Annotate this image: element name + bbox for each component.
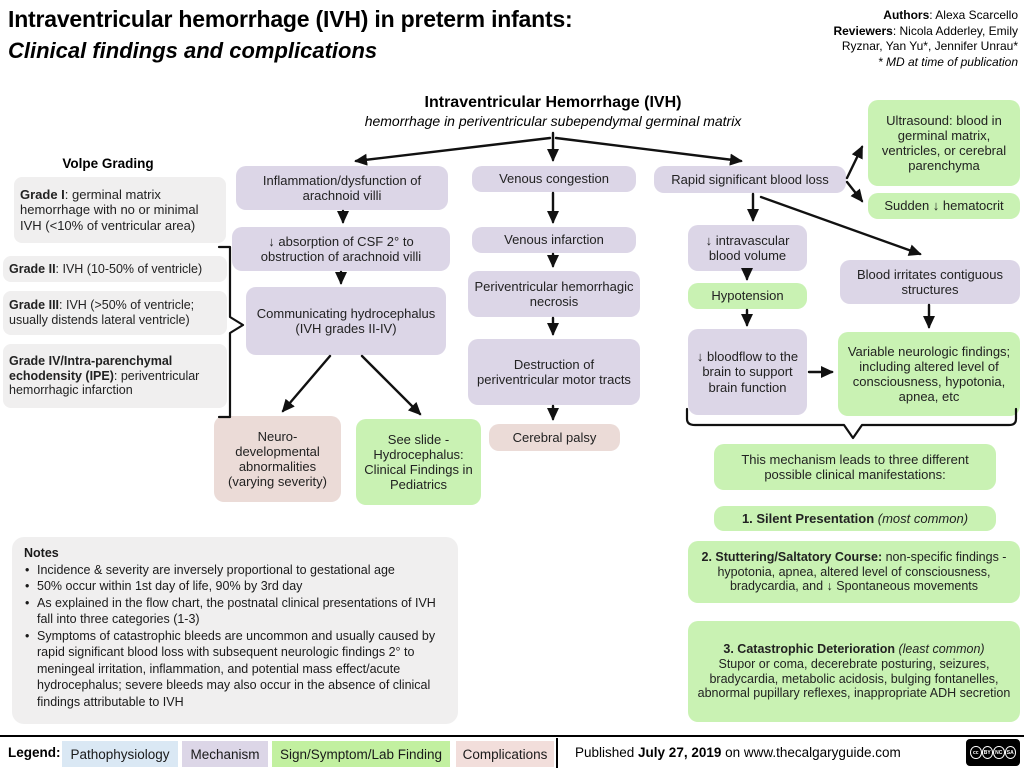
cc-by-icon: BY	[981, 746, 993, 759]
node-bloodflow-drop: ↓ bloodflow to the brain to support brai…	[688, 329, 807, 415]
published-line: Published July 27, 2019 on www.thecalgar…	[575, 745, 901, 760]
node-stuttering-course: 2. Stuttering/Saltatory Course: non-spec…	[688, 541, 1020, 603]
authors-block: Authors: Alexa Scarcello Reviewers: Nico…	[760, 8, 1018, 70]
node-variable-neurologic-findings: Variable neurologic findings; including …	[838, 332, 1020, 416]
node-sudden-hematocrit-drop: Sudden ↓ hematocrit	[868, 193, 1020, 219]
page-title: Intraventricular hemorrhage (IVH) in pre…	[8, 6, 573, 32]
reviewers-line2: Ryznar, Yan Yu*, Jennifer Unrau*	[841, 39, 1018, 53]
node-see-slide-hydrocephalus: See slide - Hydrocephalus: Clinical Find…	[356, 419, 481, 505]
legend-complications: Complications	[456, 741, 554, 767]
legend-mechanism: Mechanism	[182, 741, 268, 767]
cc-icon: cc	[970, 746, 982, 759]
node-catastrophic-deterioration: 3. Catastrophic Deterioration (least com…	[688, 621, 1020, 722]
volpe-grade-2: Grade II: IVH (10-50% of ventricle)	[3, 256, 227, 282]
note-item: Incidence & severity are inversely propo…	[24, 562, 448, 579]
node-communicating-hydrocephalus: Communicating hydrocephalus (IVH grades …	[246, 287, 446, 355]
node-ultrasound-finding: Ultrasound: blood in germinal matrix, ve…	[868, 100, 1020, 186]
page-subtitle: Clinical findings and complications	[8, 38, 378, 63]
node-inflammation-arachnoid-villi: Inflammation/dysfunction of arachnoid vi…	[236, 166, 448, 210]
cc-nc-icon: NC	[993, 746, 1005, 759]
creative-commons-badge: cc BY NC SA	[966, 739, 1020, 766]
note-item: As explained in the flow chart, the post…	[24, 595, 448, 628]
footer-divider	[0, 735, 1024, 737]
node-venous-congestion: Venous congestion	[472, 166, 636, 192]
node-cerebral-palsy: Cerebral palsy	[489, 424, 620, 451]
root-node: Intraventricular Hemorrhage (IVH) hemorr…	[290, 94, 816, 129]
arrow-bloodloss-to-hematocrit	[845, 180, 864, 203]
arrow-hydrocephalus-to-see-slide	[360, 354, 422, 416]
reviewers-line: Reviewers: Nicola Adderley, Emily	[833, 23, 1018, 38]
notes-list: Incidence & severity are inversely propo…	[24, 562, 448, 711]
notes-heading: Notes	[24, 546, 59, 560]
node-neurodevelopmental-abnormalities: Neuro-developmental abnormalities (varyi…	[214, 416, 341, 502]
cc-sa-icon: SA	[1004, 746, 1016, 759]
md-footnote: * MD at time of publication	[877, 54, 1018, 69]
node-silent-presentation: 1. Silent Presentation (most common)	[714, 506, 996, 531]
arrow-root-to-inflammation	[354, 136, 552, 166]
node-periventricular-necrosis: Periventricular hemorrhagic necrosis	[468, 271, 640, 317]
node-intravascular-volume-drop: ↓ intravascular blood volume	[688, 225, 807, 271]
root-node-subtitle: hemorrhage in periventricular subependym…	[364, 113, 742, 129]
node-mechanism-note: This mechanism leads to three different …	[714, 444, 996, 490]
legend-sign-symptom: Sign/Symptom/Lab Finding	[272, 741, 450, 767]
volpe-grade-3: Grade III: IVH (>50% of ventricle; usual…	[3, 291, 227, 335]
note-item: Symptoms of catastrophic bleeds are unco…	[24, 628, 448, 711]
legend-divider	[556, 738, 558, 768]
note-item: 50% occur within 1st day of life, 90% by…	[24, 578, 448, 595]
arrow-hydrocephalus-to-neurodev	[281, 354, 332, 413]
node-blood-irritates-structures: Blood irritates contiguous structures	[840, 260, 1020, 304]
authors-line: Authors: Alexa Scarcello	[883, 8, 1018, 22]
node-csf-absorption: ↓ absorption of CSF 2° to obstruction of…	[232, 227, 450, 271]
arrow-bloodloss-to-ultrasound	[845, 145, 864, 180]
arrow-root-to-blood-loss	[554, 136, 743, 166]
notes-box: Notes Incidence & severity are inversely…	[12, 537, 458, 724]
node-motor-tract-destruction: Destruction of periventricular motor tra…	[468, 339, 640, 405]
node-rapid-blood-loss: Rapid significant blood loss	[654, 166, 846, 193]
node-hypotension: Hypotension	[688, 283, 807, 309]
node-venous-infarction: Venous infarction	[472, 227, 636, 253]
root-node-title: Intraventricular Hemorrhage (IVH)	[424, 94, 682, 111]
volpe-grade-4: Grade IV/Intra-parenchymal echodensity (…	[3, 344, 227, 408]
volpe-grading-heading: Volpe Grading	[62, 156, 154, 171]
volpe-grade-1: Grade I: germinal matrix hemorrhage with…	[14, 177, 226, 243]
legend-pathophysiology: Pathophysiology	[62, 741, 178, 767]
legend-label: Legend:	[8, 745, 61, 760]
